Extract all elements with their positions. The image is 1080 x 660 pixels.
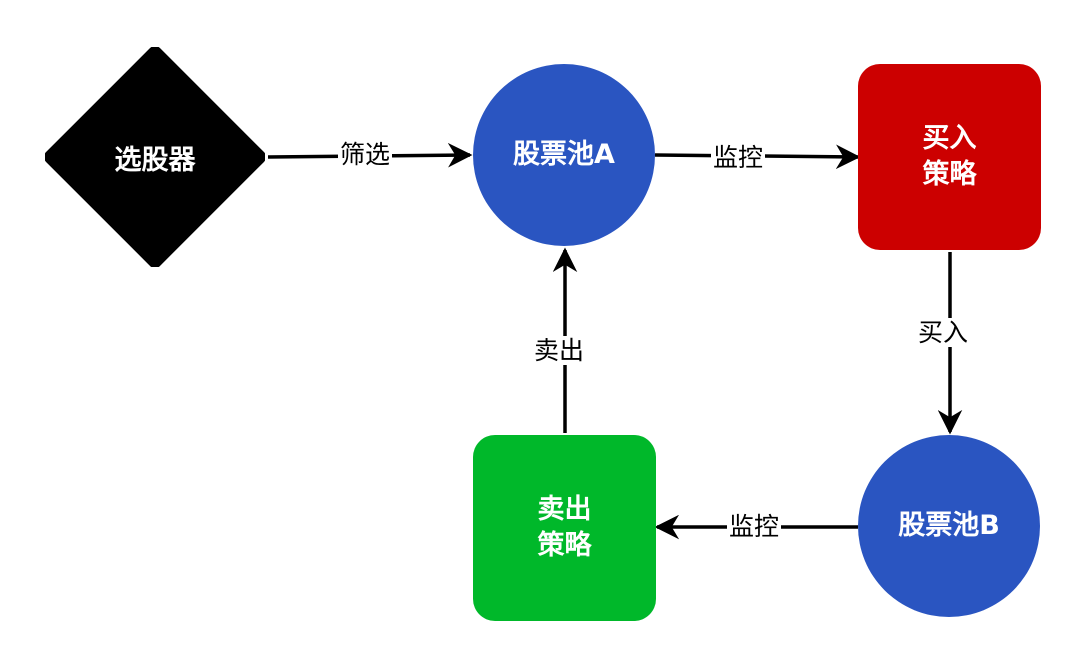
pool-b-label: 股票池B (898, 509, 1000, 541)
diamond-path (45, 47, 265, 267)
buy-strategy-label: 买入 策略 (922, 122, 977, 190)
edge-label-buy: 买入 (916, 318, 971, 347)
edge-label-monitor-b: 监控 (727, 512, 782, 541)
stock-picker-label: 选股器 (114, 144, 196, 176)
edge-label-filter: 筛选 (338, 140, 393, 169)
buy-strategy-node: 买入 策略 (858, 64, 1041, 250)
sell-strategy-label: 卖出 策略 (537, 493, 592, 561)
edge-label-monitor-a: 监控 (711, 143, 766, 172)
pool-b-node: 股票池B (858, 435, 1040, 617)
edge-label-sell: 卖出 (532, 336, 587, 365)
diamond-shape (45, 47, 265, 267)
pool-a-label: 股票池A (513, 138, 615, 170)
sell-strategy-node: 卖出 策略 (473, 435, 656, 621)
stock-picker-node: 选股器 (45, 47, 265, 267)
pool-a-node: 股票池A (473, 64, 655, 246)
